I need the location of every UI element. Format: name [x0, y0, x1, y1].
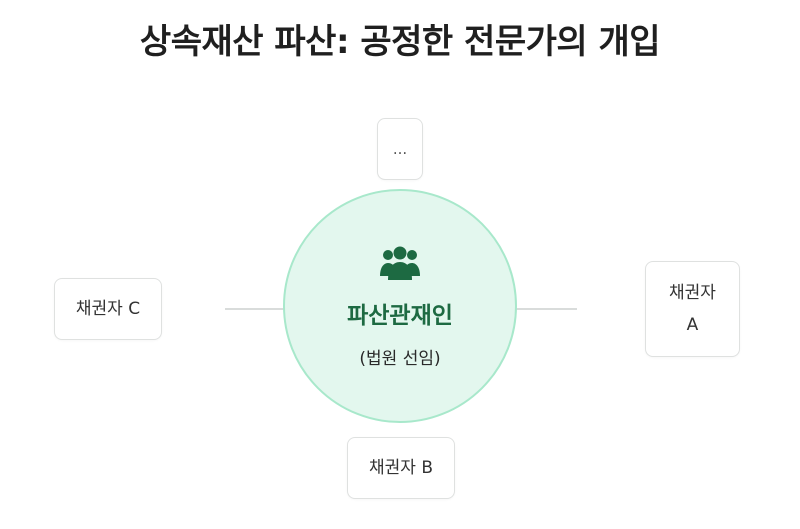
trustee-circle	[283, 189, 517, 423]
connector-right-line	[505, 308, 577, 310]
trustee-label: 파산관재인	[347, 303, 453, 329]
node-creditor-b: 채권자 B	[347, 437, 455, 499]
node-creditor-c: 채권자 C	[54, 278, 162, 340]
page-title: 상속재산 파산: 공정한 전문가의 개입	[139, 22, 661, 62]
connector-left-line	[225, 308, 295, 310]
group-icon	[380, 246, 420, 280]
node-more: ...	[377, 118, 423, 180]
trustee-sublabel: (법원 선임)	[359, 349, 441, 369]
node-creditor-a: 채권자 A	[645, 261, 740, 357]
